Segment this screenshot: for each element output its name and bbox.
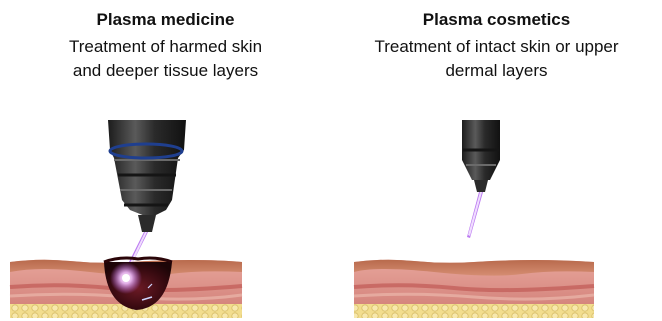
description-line: Treatment of intact skin or upper: [331, 35, 662, 59]
description-line: and deeper tissue layers: [0, 59, 331, 83]
description-line: Treatment of harmed skin: [0, 35, 331, 59]
description-line: dermal layers: [331, 59, 662, 83]
panel-plasma-cosmetics: Plasma cosmetics Treatment of intact ski…: [331, 0, 662, 321]
panel-plasma-medicine: Plasma medicine Treatment of harmed skin…: [0, 0, 331, 321]
panel-description: Treatment of intact skin or upper dermal…: [331, 35, 662, 83]
panel-title: Plasma medicine: [0, 9, 331, 31]
panel-title: Plasma cosmetics: [331, 9, 662, 31]
panel-description: Treatment of harmed skin and deeper tiss…: [0, 35, 331, 83]
